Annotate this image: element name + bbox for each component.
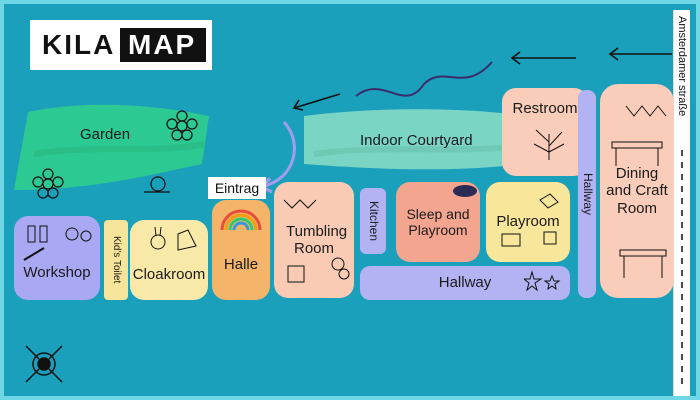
rainbow-icon	[220, 209, 262, 231]
room-kitchen[interactable]: Kitchen	[360, 188, 386, 254]
room-label: Cloakroom	[132, 266, 206, 284]
dinosaur-icon	[539, 193, 559, 209]
room-label: Restroom	[512, 100, 578, 118]
room-hallway-vertical[interactable]: Hallway	[578, 90, 596, 298]
arrow-left-icon	[292, 47, 672, 111]
bunny-icon	[150, 226, 197, 251]
room-label: Kitchen	[366, 200, 381, 242]
decorations-layer	[14, 47, 672, 383]
room-cloakroom[interactable]: Cloakroom	[130, 220, 208, 300]
room-label: Kid's Toilet	[110, 236, 122, 284]
bunting-icon	[625, 105, 667, 117]
cloud-moon-icon	[453, 185, 477, 197]
room-restroom[interactable]: Restroom	[502, 88, 588, 176]
title-kila: KILA	[42, 29, 116, 60]
room-label: Playroom	[496, 213, 560, 231]
entrance-label: Eintrag	[208, 177, 266, 199]
plant-icon	[533, 129, 565, 160]
street-label: Amsterdamer straße	[676, 16, 688, 117]
room-label: Hallway	[438, 274, 492, 292]
room-playroom[interactable]: Playroom	[486, 182, 570, 262]
stars-icon	[524, 270, 561, 292]
snail-icon	[144, 176, 170, 193]
room-tumbling-room[interactable]: Tumbling Room	[274, 182, 354, 298]
indoor-courtyard-area	[304, 109, 524, 170]
balloons-icon	[331, 257, 345, 271]
room-label: Dining and Craft Room	[606, 165, 668, 217]
room-label: Sleep and Playroom	[406, 205, 470, 238]
compass-icon	[25, 345, 63, 383]
room-label: Workshop	[23, 264, 91, 282]
garden-label: Garden	[80, 126, 131, 143]
room-label: Hallway	[580, 172, 595, 215]
room-kids-toilet[interactable]: Kid's Toilet	[104, 220, 128, 300]
paint-tubes-icon	[23, 225, 92, 261]
bunting-icon	[283, 199, 350, 283]
toy-cube-icon	[287, 265, 305, 283]
title-map: MAP	[128, 29, 197, 60]
flower-icon	[32, 110, 198, 199]
room-label: Halle	[223, 256, 259, 274]
title-map-highlight	[120, 28, 206, 62]
blocks-icon	[501, 193, 559, 247]
street-strip: Amsterdamer straße	[673, 10, 690, 396]
room-label: Tumbling Room	[286, 222, 348, 257]
table-icon	[611, 105, 667, 278]
street-dashes	[681, 150, 683, 390]
purple-curve	[263, 120, 296, 188]
squiggle-decoration	[355, 61, 493, 97]
indoor-courtyard-label: Indoor Courtyard	[360, 132, 473, 149]
room-halle[interactable]: Halle	[212, 200, 270, 300]
map-title: KILA MAP	[30, 20, 212, 70]
